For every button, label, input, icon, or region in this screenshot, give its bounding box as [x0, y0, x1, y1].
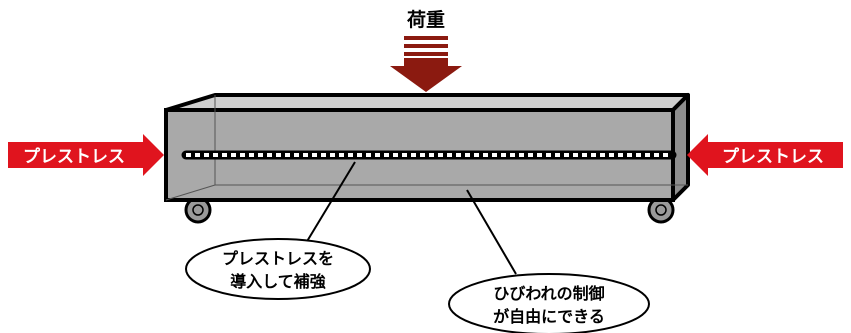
- beam-top-face: [164, 93, 690, 112]
- load-label: 荷重: [407, 8, 445, 31]
- prestress-right-label: プレストレス: [722, 146, 824, 167]
- callout-reinforce: プレストレスを 導入して補強: [185, 161, 371, 300]
- beam: [164, 93, 690, 202]
- callout-crack: ひびわれの制御 が自由にできる: [448, 189, 650, 333]
- load-down-arrow-icon: [390, 36, 462, 92]
- prestress-left-arrow-icon: [8, 134, 164, 176]
- beam-side-face: [671, 93, 690, 202]
- prestress-left-label: プレストレス: [23, 146, 125, 167]
- callout-crack-line2: が自由にできる: [493, 307, 605, 326]
- callout-reinforce-line2: 導入して補強: [230, 272, 326, 291]
- callout-reinforce-line1: プレストレスを: [222, 249, 334, 268]
- prestress-right-arrow-icon: [687, 134, 843, 176]
- callout-crack-line1: ひびわれの制御: [493, 284, 604, 303]
